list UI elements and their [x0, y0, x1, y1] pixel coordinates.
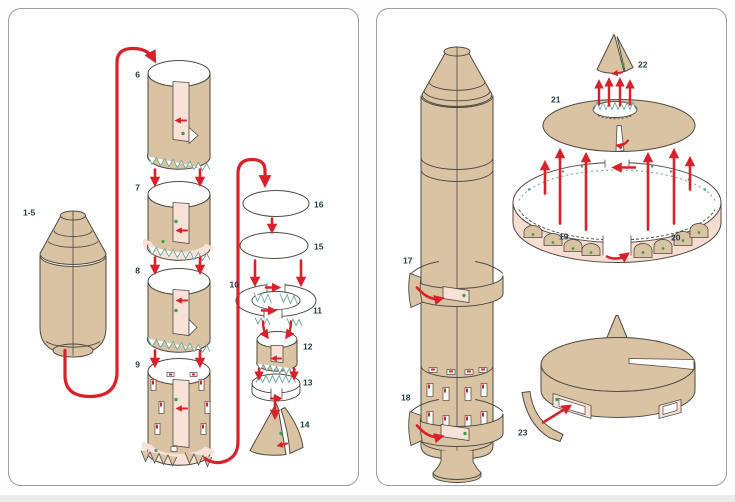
- glue-dot: [161, 239, 165, 244]
- part-8-label: 8: [135, 266, 140, 276]
- part-19-label: 19: [559, 232, 569, 242]
- part-14-label: 14: [300, 420, 310, 430]
- glue-dot: [181, 131, 185, 136]
- part-23-strip: [521, 390, 564, 443]
- glue-teeth: [279, 293, 298, 305]
- part-22-label: 22: [638, 60, 648, 70]
- left-diagram: 1-5 6 7 8 9 10 11 12 13 14 15 16: [23, 46, 324, 468]
- glue-dot: [174, 397, 178, 402]
- part-23-label: 23: [518, 428, 528, 438]
- glue-dot: [154, 448, 158, 453]
- glue-teeth: [140, 450, 178, 467]
- glue-teeth: [147, 156, 211, 172]
- strip-23-arrow: [541, 404, 573, 424]
- glue-dot: [555, 397, 559, 402]
- routing-arrow-1-5-to-6: [63, 46, 157, 399]
- assembled-base: [540, 315, 696, 420]
- band-tabs: [523, 223, 709, 258]
- part-7-cylinder: [142, 181, 215, 262]
- glue-teeth: [256, 363, 297, 376]
- part-7-label: 7: [135, 183, 140, 193]
- glue-dot: [174, 219, 178, 224]
- part-labels: 17 18 19 20 21 22 23: [401, 60, 681, 438]
- glue-teeth: [253, 292, 272, 304]
- glue-dots: [531, 231, 701, 254]
- window-slots: [150, 372, 211, 452]
- part-15-label: 15: [314, 242, 324, 252]
- glue-dot: [174, 308, 178, 313]
- part-21-disc: [542, 99, 696, 152]
- part-9-cylinder: [140, 358, 215, 468]
- part-labels: 1-5 6 7 8 9 10 11 12 13 14 15 16: [23, 70, 324, 430]
- part-14-cone: [249, 402, 304, 456]
- part-1-5-nose-capsule: [39, 210, 107, 358]
- glue-teeth: [184, 452, 213, 468]
- part-13-tooth-ring: [251, 373, 301, 402]
- part-12-small-cylinder: [256, 331, 298, 376]
- window-marks: [152, 373, 208, 429]
- part-21-label: 21: [551, 95, 561, 105]
- glue-dot: [621, 62, 625, 67]
- part-9-label: 9: [135, 360, 140, 370]
- tower-pedestal: [432, 450, 482, 483]
- part-6-cylinder: [146, 60, 211, 172]
- right-diagram: 17 18 19 20 21 22 23: [401, 33, 722, 483]
- part-20-label: 20: [671, 233, 681, 243]
- part-11-label: 11: [313, 306, 322, 316]
- glue-teeth: [286, 317, 303, 327]
- part-16-disc: [242, 190, 310, 217]
- part-17-label: 17: [403, 256, 413, 266]
- glue-teeth: [255, 374, 297, 384]
- panel-right: 17 18 19 20 21 22 23: [376, 8, 727, 486]
- tower-window-marks: [428, 368, 485, 421]
- part-19-20-ring-band: [512, 157, 722, 263]
- assembled-tower: [420, 46, 494, 472]
- wrap-arrow-17: [415, 286, 445, 306]
- glue-teeth: [593, 101, 637, 111]
- part-10-label: 10: [230, 280, 240, 290]
- page-bottom-edge: [0, 495, 735, 502]
- assembly-arrows: [63, 46, 307, 465]
- part-12-label: 12: [303, 342, 313, 352]
- part-15-disc: [239, 232, 309, 259]
- wrap-arrow-18: [415, 424, 445, 444]
- part-6-label: 6: [135, 70, 140, 80]
- part-16-label: 16: [314, 200, 324, 210]
- part-18-label: 18: [401, 393, 411, 403]
- glue-dot: [279, 431, 283, 436]
- panel-left: 1-5 6 7 8 9 10 11 12 13 14 15 16: [8, 8, 359, 486]
- part-22-cone: [596, 33, 634, 74]
- assembly-arrows: [415, 69, 696, 444]
- part-8-cylinder: [146, 268, 211, 354]
- part-1-5-label: 1-5: [23, 208, 36, 218]
- routing-arrow-9-to-16: [203, 157, 272, 465]
- glue-dot: [463, 431, 467, 436]
- part-13-label: 13: [303, 378, 313, 388]
- glue-teeth: [147, 338, 211, 354]
- edge-dots: [527, 165, 707, 191]
- glue-dot: [462, 293, 466, 298]
